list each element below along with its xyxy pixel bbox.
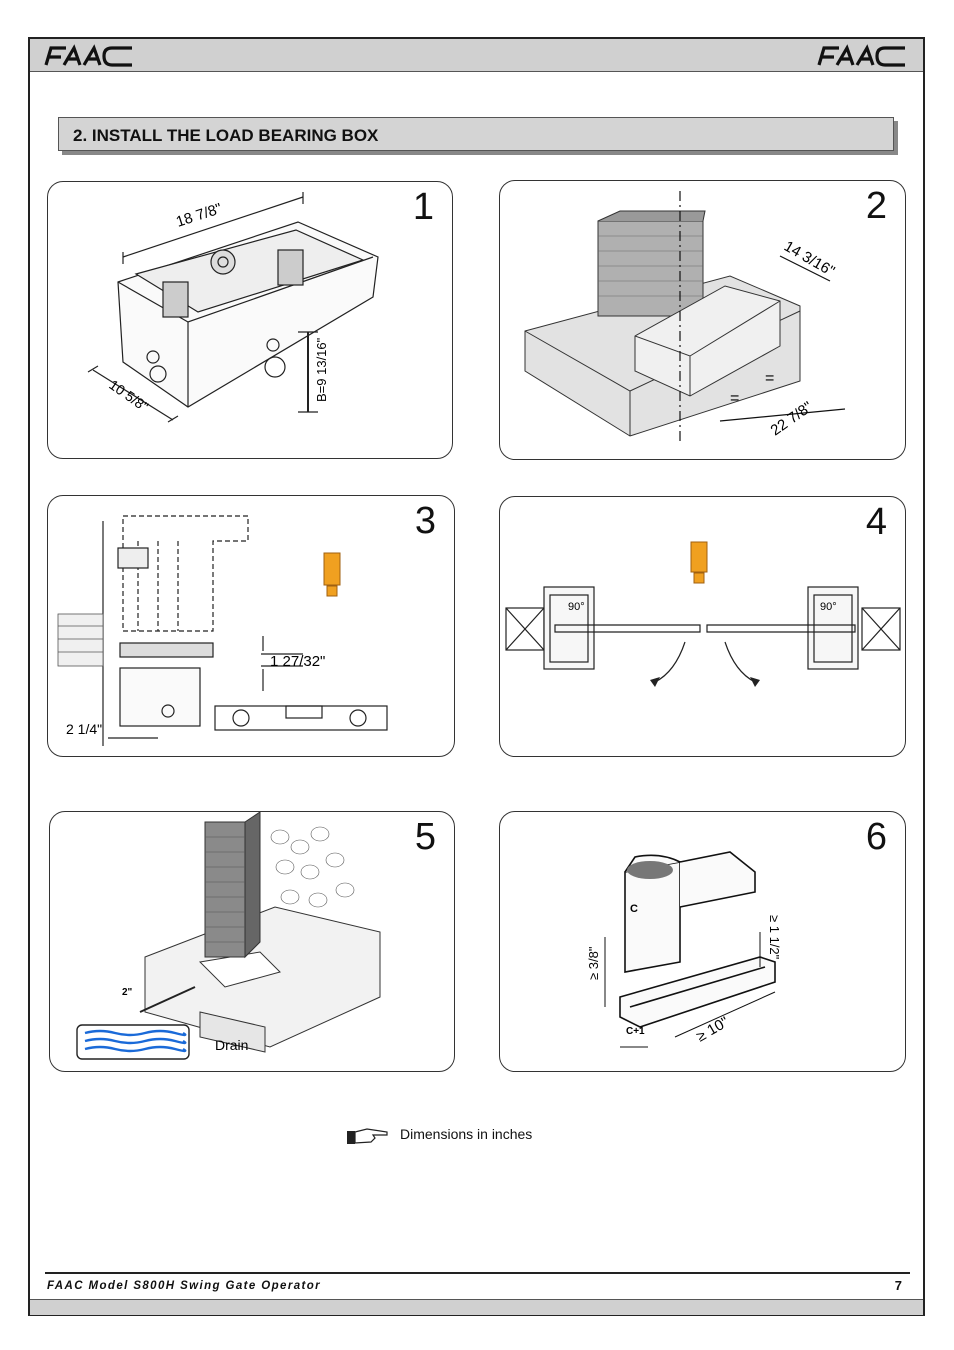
dim-c-plus-1: C+1 bbox=[626, 1026, 645, 1037]
drain-label: Drain bbox=[215, 1037, 248, 1053]
dim-offset: 2 1/4" bbox=[66, 721, 102, 737]
dim-pipe: 2" bbox=[122, 987, 133, 998]
water-icon bbox=[84, 1029, 187, 1053]
panel-1: 18 7/8" 10 5/8" B=9 13/16" 1 bbox=[47, 181, 453, 459]
pointing-hand-icon bbox=[347, 1128, 388, 1144]
warning-icon bbox=[690, 541, 708, 584]
faac-logo-left bbox=[44, 44, 132, 67]
panel-5: 2" Drain 5 bbox=[49, 811, 455, 1072]
panel-3: 1 27/32" 2 1/4" 3 bbox=[47, 495, 455, 757]
panel-number: 5 bbox=[414, 816, 436, 858]
dim-depth: B=9 13/16" bbox=[314, 337, 329, 402]
dim-length: 22 7/8" bbox=[768, 398, 816, 439]
panel-4: 90° 90° 4 bbox=[499, 496, 906, 757]
dim-width: 10 5/8" bbox=[106, 376, 151, 414]
panel-2: 14 3/16" 22 7/8" = = 2 bbox=[499, 180, 906, 460]
panel-number: 1 bbox=[412, 186, 434, 228]
foundation-channel-diagram: C ≥ 3/8" ≥ 1 1/2" ≥ 10" C+1 bbox=[586, 851, 782, 1048]
dimensions-note: Dimensions in inches bbox=[400, 1126, 533, 1142]
section-heading: 2. INSTALL THE LOAD BEARING BOX bbox=[58, 117, 894, 151]
equal-mark: = bbox=[730, 390, 739, 407]
faac-logo-right bbox=[817, 44, 905, 67]
equal-mark: = bbox=[765, 370, 774, 387]
dim-height: 1 27/32" bbox=[270, 653, 325, 670]
page-number: 7 bbox=[894, 1278, 902, 1293]
dim-c: C bbox=[630, 903, 638, 915]
angle-right: 90° bbox=[820, 601, 837, 613]
footer-rule bbox=[45, 1272, 910, 1274]
warning-icon bbox=[323, 552, 341, 597]
panel-6: C ≥ 3/8" ≥ 1 1/2" ≥ 10" C+1 6 bbox=[499, 811, 906, 1072]
level-installation-diagram: 1 27/32" 2 1/4" bbox=[57, 515, 388, 746]
header-bar bbox=[30, 39, 923, 72]
page-frame bbox=[28, 37, 925, 1316]
load-bearing-box-diagram: 18 7/8" 10 5/8" B=9 13/16" bbox=[87, 192, 379, 423]
panel-number: 3 bbox=[414, 500, 436, 542]
panel-number: 2 bbox=[865, 185, 887, 227]
drainage-diagram: 2" Drain bbox=[76, 812, 381, 1060]
footer-model: FAAC Model S800H Swing Gate Operator bbox=[47, 1280, 322, 1292]
dim-min-height: ≥ 1 1/2" bbox=[767, 915, 782, 960]
footer-bar bbox=[30, 1299, 923, 1315]
dim-width: 14 3/16" bbox=[781, 238, 837, 280]
dim-min-length: ≥ 10" bbox=[694, 1014, 732, 1046]
pillar-box-diagram: 14 3/16" 22 7/8" = = bbox=[524, 191, 846, 441]
angle-left: 90° bbox=[568, 601, 585, 613]
gate-top-view-diagram: 90° 90° bbox=[505, 541, 901, 687]
section-title: 2. INSTALL THE LOAD BEARING BOX bbox=[73, 126, 379, 145]
panel-number: 6 bbox=[865, 816, 887, 858]
panel-number: 4 bbox=[865, 501, 887, 543]
dim-min-thickness: ≥ 3/8" bbox=[586, 946, 601, 980]
